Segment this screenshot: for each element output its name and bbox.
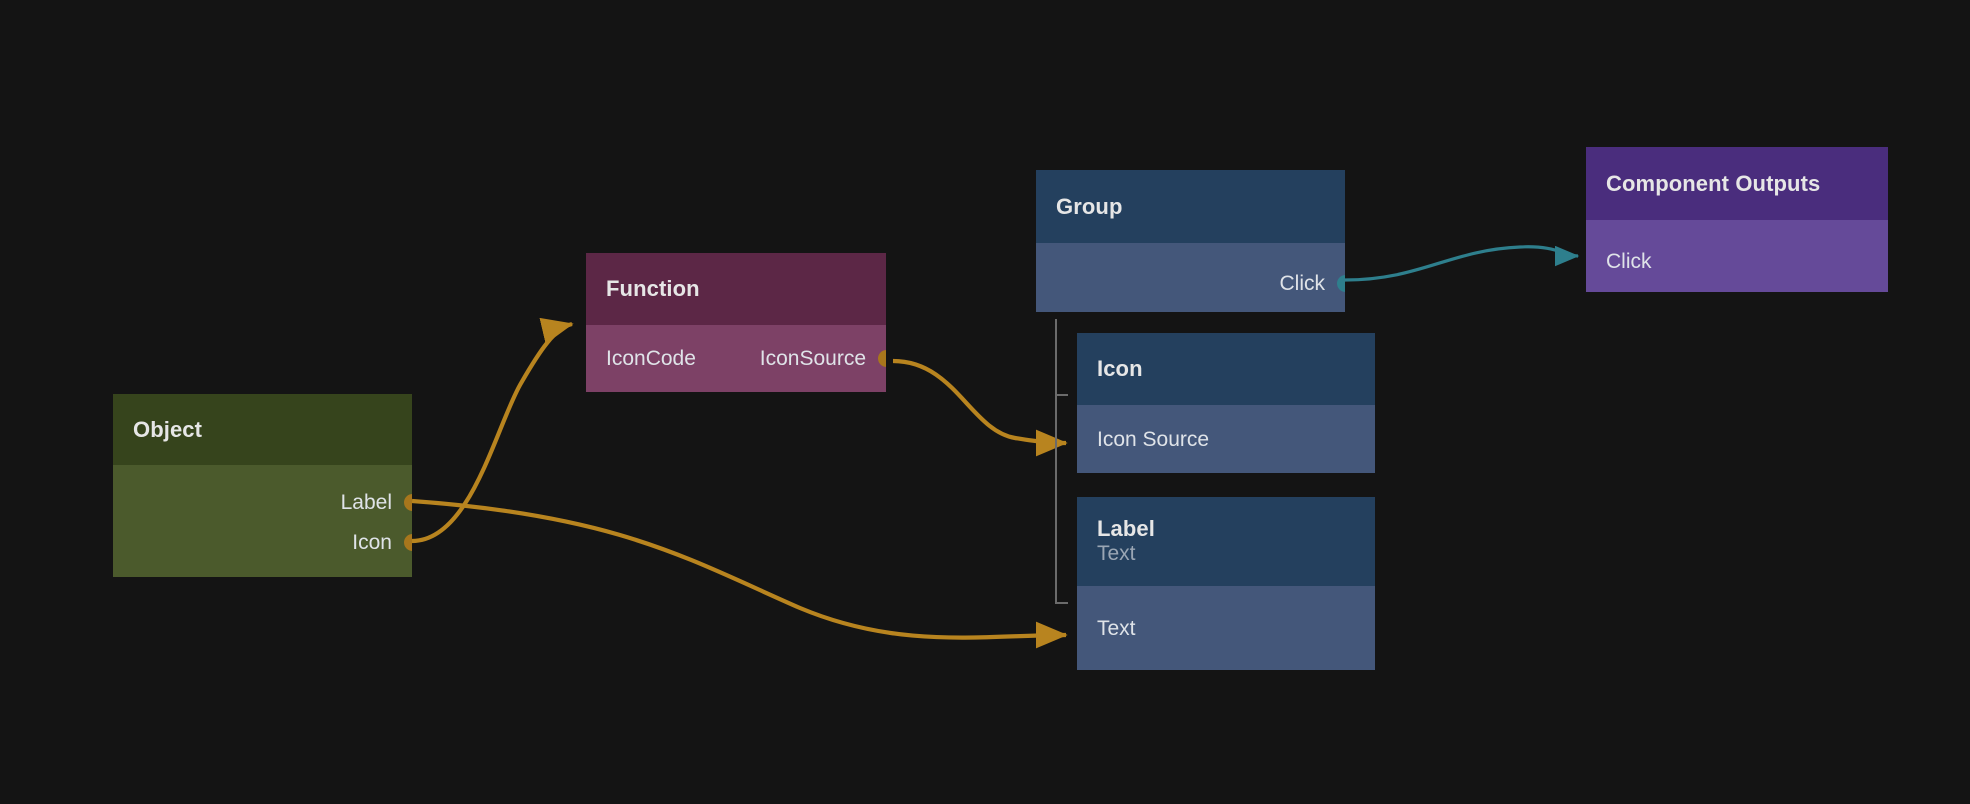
- node-group-header: Group: [1036, 170, 1345, 243]
- node-object-header: Object: [113, 394, 412, 465]
- edge-object-icon-to-function-iconcode: [411, 317, 574, 544]
- port-object-icon-text: Icon: [352, 530, 392, 554]
- port-function-row[interactable]: IconCode IconSource: [586, 343, 886, 373]
- node-component-outputs-title: Component Outputs: [1606, 170, 1821, 196]
- node-icon-title: Icon: [1097, 356, 1143, 382]
- node-function-header: Function: [586, 253, 886, 325]
- edge-group-click-to-component-outputs-click: [1344, 245, 1580, 282]
- node-object-body: Label Icon: [113, 465, 412, 577]
- edge-object-label-to-label-text: [411, 498, 1068, 649]
- port-label-text-text: Text: [1097, 616, 1136, 640]
- node-component-outputs-body: Click: [1586, 220, 1888, 292]
- node-label-header: Label Text: [1077, 497, 1375, 586]
- node-object[interactable]: Object Label Icon: [113, 394, 412, 577]
- node-label-title: Label: [1097, 516, 1155, 542]
- port-dot-object-icon[interactable]: [403, 533, 412, 551]
- node-group-body: Click: [1036, 243, 1345, 312]
- port-function-iconsource-text: IconSource: [759, 346, 866, 370]
- node-object-title: Object: [133, 416, 203, 442]
- node-function-body: IconCode IconSource: [586, 325, 886, 392]
- node-group[interactable]: Group Click: [1036, 170, 1345, 312]
- node-icon-header: Icon: [1077, 333, 1375, 405]
- node-icon[interactable]: Icon Icon Source: [1077, 333, 1375, 473]
- port-object-label[interactable]: Label: [113, 487, 412, 517]
- port-dot-function-iconsource[interactable]: [877, 349, 886, 367]
- tree-connector-vertical: [1055, 319, 1057, 604]
- edge-function-iconsource-to-icon-source: [892, 358, 1068, 457]
- port-label-text[interactable]: Text: [1077, 613, 1375, 643]
- node-component-outputs[interactable]: Component Outputs Click: [1586, 147, 1888, 292]
- port-component-outputs-click-text: Click: [1606, 249, 1652, 273]
- node-component-outputs-header: Component Outputs: [1586, 147, 1888, 220]
- node-icon-body: Icon Source: [1077, 405, 1375, 473]
- port-object-icon[interactable]: Icon: [113, 527, 412, 557]
- tree-connector-stub-icon: [1055, 394, 1068, 396]
- node-label-body: Text: [1077, 586, 1375, 670]
- node-label[interactable]: Label Text Text: [1077, 497, 1375, 670]
- node-function-title: Function: [606, 276, 700, 302]
- port-dot-object-label[interactable]: [403, 493, 412, 511]
- tree-connector-stub-label: [1055, 602, 1068, 604]
- node-label-subtitle: Text: [1097, 542, 1136, 566]
- port-group-click[interactable]: Click: [1036, 268, 1345, 298]
- port-icon-source[interactable]: Icon Source: [1077, 424, 1375, 454]
- port-object-label-text: Label: [340, 490, 392, 514]
- node-group-title: Group: [1056, 193, 1123, 219]
- port-function-iconcode-text: IconCode: [606, 346, 696, 370]
- node-function[interactable]: Function IconCode IconSource: [586, 253, 886, 392]
- port-group-click-text: Click: [1279, 271, 1326, 295]
- port-dot-group-click[interactable]: [1336, 274, 1345, 292]
- port-icon-source-text: Icon Source: [1097, 427, 1210, 451]
- port-component-outputs-click[interactable]: Click: [1586, 246, 1888, 276]
